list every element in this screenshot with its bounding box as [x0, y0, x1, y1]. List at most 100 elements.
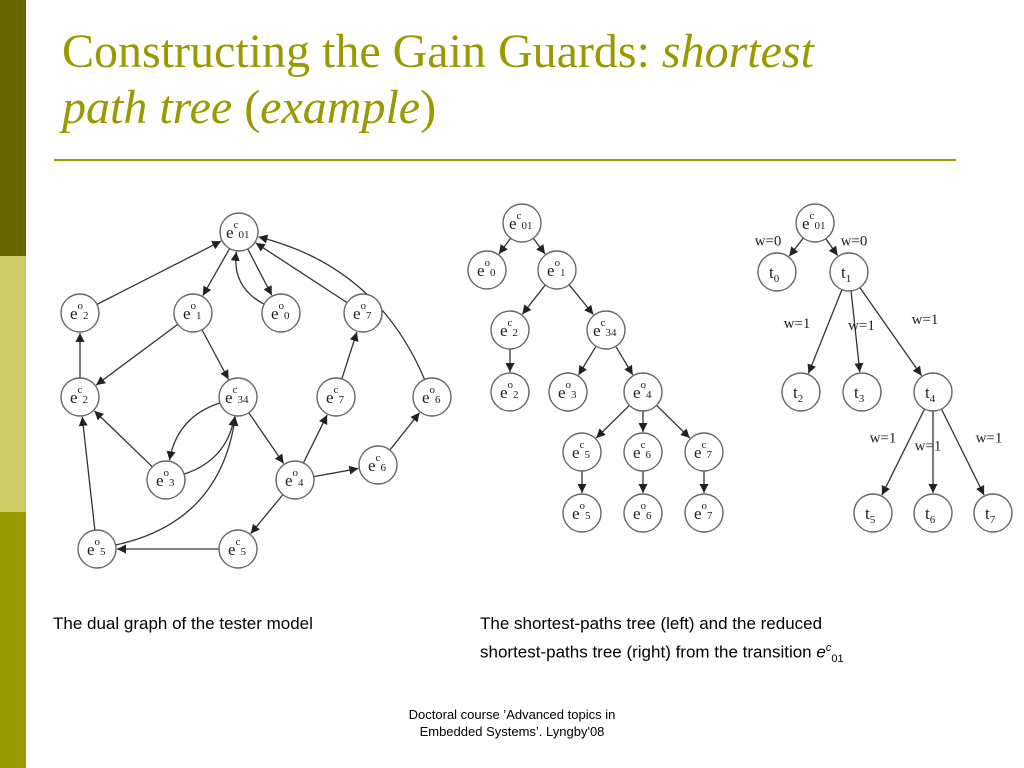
footer-line1: Doctoral course ’Advanced topics in [408, 707, 616, 722]
title-main: Constructing the Gain Guards: [62, 25, 662, 78]
spt-node-eo7-label: eo7 [694, 500, 713, 523]
red-node-t0-label: t0 [769, 263, 780, 285]
spt-node-eo5-circle [562, 493, 602, 533]
dual-node-ec6-label: ec6 [368, 452, 386, 475]
spt-node-eo2-circle [490, 372, 530, 412]
footer-line2: Embedded Systems’. Lyngby'08 [419, 724, 605, 739]
red-node-t1-circle [829, 252, 869, 292]
spt-node-eo3-label: eo3 [558, 379, 577, 402]
dual-edge-ec7-eo7 [341, 331, 359, 380]
dual-node-eo1-circle [173, 293, 213, 333]
dual-node-ec34-label: ec34 [225, 384, 249, 407]
spt-node-ec2-label: ec2 [500, 317, 518, 340]
red-edge-label-t4-t7: w=1 [976, 431, 1003, 447]
red-node-t5: t5 [853, 493, 893, 533]
dual-node-eo0-circle [261, 293, 301, 333]
dual-node-eo7-circle [343, 293, 383, 333]
spt-node-eo6: eo6 [623, 493, 663, 533]
dual-node-ec7: ec7 [316, 377, 356, 417]
spt-node-eo6-circle [623, 493, 663, 533]
dual-node-ec01-label: ec01 [226, 219, 249, 242]
red-node-t6-label: t6 [925, 504, 936, 526]
red-node-t2-circle [781, 372, 821, 412]
dual-node-eo2: eo2 [60, 293, 100, 333]
dual-edge-ec6-eo6 [389, 412, 421, 451]
dual-node-eo6-circle [412, 377, 452, 417]
spt-node-eo6-label: eo6 [633, 500, 652, 523]
spt-node-ec2-circle [490, 310, 530, 350]
dual-node-eo3: eo3 [146, 460, 186, 500]
dual-node-eo5-label: eo5 [87, 536, 106, 559]
spt-node-ec7: ec7 [684, 432, 724, 472]
title-underline [54, 159, 956, 161]
dual-edge-eo4-ec7 [302, 414, 328, 464]
red-node-t4: t4 [913, 372, 953, 412]
caption-right-line2: shortest-paths tree (right) from the tra… [480, 642, 817, 662]
spt-node-eo3-circle [548, 372, 588, 412]
dual-edge-eo3-ec2 [93, 410, 153, 468]
caption-right-sub: 01 [831, 653, 844, 666]
spt-node-ec5: ec5 [562, 432, 602, 472]
spt-node-ec5-label: ec5 [572, 439, 590, 462]
dual-edge-eo5-ec34 [115, 416, 239, 546]
red-node-t7: t7 [973, 493, 1013, 533]
spt-node-ec01: ec01 [502, 203, 542, 243]
dual-node-eo2-label: eo2 [70, 300, 89, 323]
dual-node-eo5-circle [77, 529, 117, 569]
dual-node-ec2: ec2 [60, 377, 100, 417]
red-edge-label-ec01-t0: w=0 [755, 234, 782, 250]
dual-node-eo3-label: eo3 [156, 467, 175, 490]
red-node-t5-label: t5 [865, 504, 876, 526]
dual-node-eo4-circle [275, 460, 315, 500]
dual-edge-eo4-ec5 [250, 494, 284, 534]
title-paren-open: ( [232, 81, 261, 134]
spt-node-ec5-circle [562, 432, 602, 472]
dual-node-ec2-label: ec2 [70, 384, 88, 407]
caption-right-sup: c [825, 642, 832, 654]
dual-node-ec7-label: ec7 [326, 384, 344, 407]
red-node-t3: t3 [842, 372, 882, 412]
spt-node-eo1: eo1 [537, 250, 577, 290]
dual-node-ec01-circle [219, 212, 259, 252]
title-italic-example: example [260, 81, 421, 134]
red-edge-t1-t3 [850, 290, 864, 373]
dual-node-ec6-circle [358, 445, 398, 485]
dual-node-eo4-label: eo4 [285, 467, 304, 490]
spt-node-eo0: eo0 [467, 250, 507, 290]
dual-edge-eo6-ec01 [258, 234, 426, 380]
red-node-t1: t1 [829, 252, 869, 292]
spt-node-ec6-circle [623, 432, 663, 472]
red-node-t6: t6 [913, 493, 953, 533]
red-node-t4-label: t4 [925, 383, 936, 405]
spt-edge-ec34-eo4 [615, 345, 634, 376]
spt-node-ec34-circle [586, 310, 626, 350]
sidebar-block-bottom [0, 512, 26, 768]
dual-node-eo5: eo5 [77, 529, 117, 569]
spt-node-ec34-label: ec34 [593, 317, 617, 340]
red-edge-t1-t4 [859, 287, 923, 376]
red-node-ec01-circle [795, 203, 835, 243]
dual-node-eo6: eo6 [412, 377, 452, 417]
spt-edge-eo1-ec34 [568, 284, 594, 315]
dual-node-eo1: eo1 [173, 293, 213, 333]
spt-edge-eo1-ec2 [521, 284, 546, 315]
spt-node-eo7: eo7 [684, 493, 724, 533]
spt-node-eo4: eo4 [623, 372, 663, 412]
spt-node-ec6-label: ec6 [633, 439, 651, 462]
spt-node-eo4-circle [623, 372, 663, 412]
red-node-ec01-label: ec01 [802, 210, 825, 233]
dual-node-ec5: ec5 [218, 529, 258, 569]
spt-node-ec6: ec6 [623, 432, 663, 472]
dual-node-eo4: eo4 [275, 460, 315, 500]
red-node-t3-label: t3 [854, 383, 865, 405]
spt-node-ec7-label: ec7 [694, 439, 712, 462]
dual-edge-eo1-ec2 [95, 323, 179, 386]
dual-node-eo2-circle [60, 293, 100, 333]
dual-node-ec2-circle [60, 377, 100, 417]
spt-node-eo1-label: eo1 [547, 257, 566, 280]
dual-edge-eo2-ec01 [96, 240, 222, 305]
spt-node-eo5-label: eo5 [572, 500, 591, 523]
dual-node-eo0: eo0 [261, 293, 301, 333]
